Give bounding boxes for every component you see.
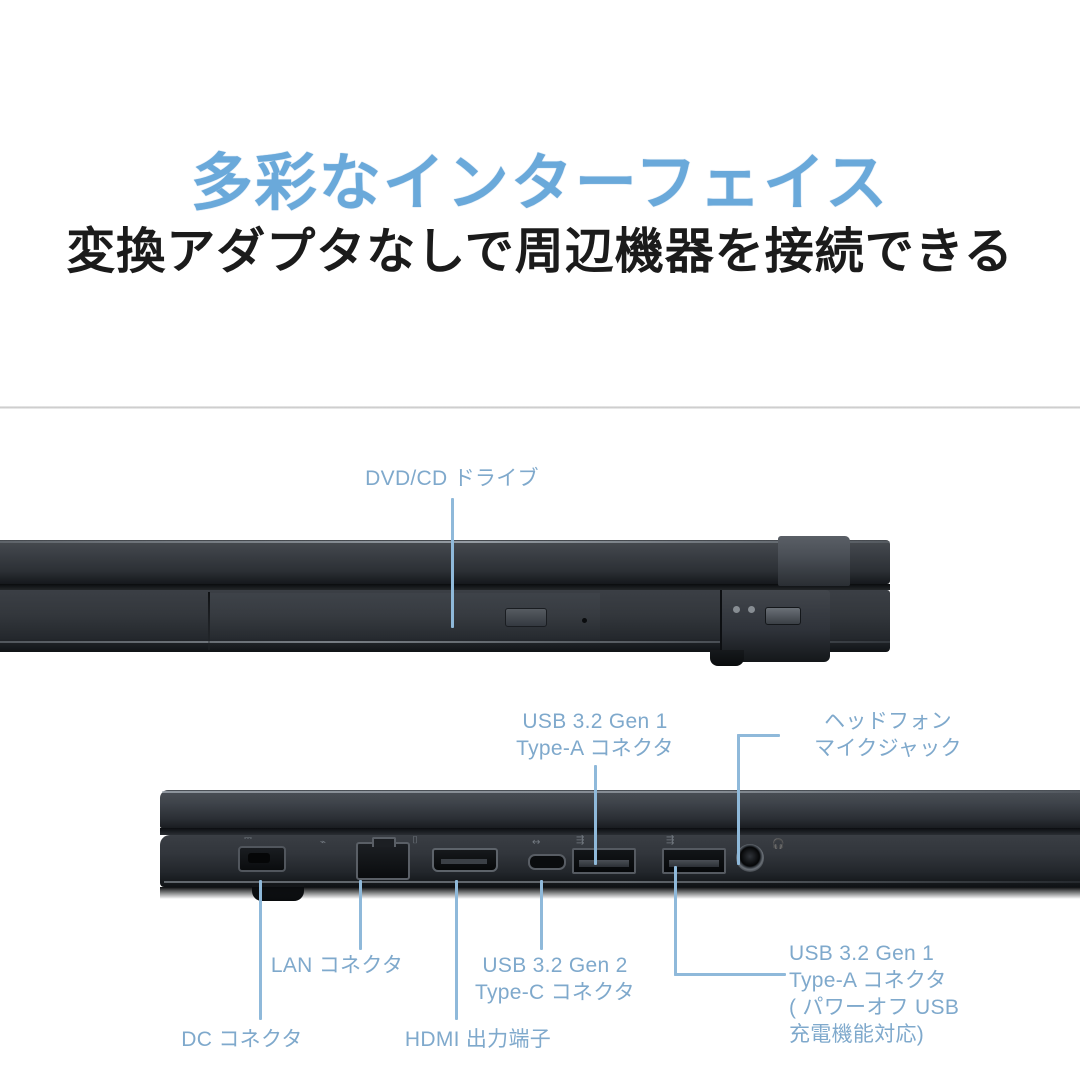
leader-line-dvd-cd-drive bbox=[451, 498, 454, 628]
headphone-icon: 🎧 bbox=[772, 839, 785, 850]
leader-line-usb-a-powered-vertical bbox=[674, 866, 677, 976]
laptop-right-edge-block bbox=[720, 590, 830, 662]
usb-a-icon-1: ⇶ bbox=[576, 835, 585, 846]
callout-usb-a-rear: USB 3.2 Gen 1 Type-A コネクタ bbox=[516, 710, 674, 760]
leader-line-headphone-vertical bbox=[737, 734, 740, 865]
callout-usb-a-powered: USB 3.2 Gen 1 Type-A コネクタ ( パワーオフ USB 充電… bbox=[789, 942, 960, 1046]
callout-hdmi-output: HDMI 出力端子 bbox=[404, 1028, 552, 1051]
callout-dc-connector: DC コネクタ bbox=[181, 1028, 303, 1051]
display-edge-highlight bbox=[162, 791, 1080, 793]
usb-a-port-2-blade bbox=[669, 860, 719, 867]
optical-drive-seam bbox=[208, 592, 210, 650]
lid-base-gap bbox=[0, 584, 890, 590]
section-divider bbox=[0, 406, 1080, 409]
lan-port-clip-notch bbox=[372, 837, 396, 847]
page-headline: 多彩なインターフェイス bbox=[190, 149, 890, 218]
dc-power-port bbox=[238, 846, 286, 872]
header-section: 多彩なインターフェイス 変換アダプタなしで周辺機器を接続できる bbox=[0, 0, 1080, 408]
hdmi-port-inner bbox=[441, 859, 487, 864]
callout-dvd-cd-drive: DVD/CD ドライブ bbox=[365, 467, 539, 490]
leader-line-usb-c bbox=[540, 880, 543, 950]
status-led-drive bbox=[748, 606, 755, 613]
leader-line-usb-a-powered-horizontal bbox=[674, 973, 786, 976]
usb-type-a-port-1 bbox=[572, 848, 636, 874]
rear-panel-highlight bbox=[164, 881, 1080, 883]
hdmi-icon: ⌷ bbox=[412, 835, 418, 846]
usb-type-c-port bbox=[528, 854, 566, 870]
security-lock-slot bbox=[765, 607, 801, 625]
hdmi-port bbox=[432, 848, 498, 872]
optical-drive-emergency-eject-hole bbox=[582, 618, 587, 623]
closed-laptop-illustration bbox=[0, 536, 890, 666]
laptop-rubber-foot bbox=[710, 650, 744, 666]
leader-line-dc bbox=[259, 880, 262, 1020]
usb-a-port-1-blade bbox=[579, 860, 629, 867]
leader-line-headphone-horizontal bbox=[737, 734, 780, 737]
headphone-mic-jack bbox=[736, 844, 764, 872]
page-subheadline: 変換アダプタなしで周辺機器を接続できる bbox=[66, 225, 1014, 279]
leader-line-lan bbox=[359, 880, 362, 950]
laptop-hinge bbox=[160, 828, 1080, 835]
optical-drive-eject-button[interactable] bbox=[505, 608, 547, 627]
leader-line-usb-a-rear bbox=[594, 765, 597, 865]
lan-icon: ⌁ bbox=[320, 837, 327, 848]
callout-headphone-mic-jack: ヘッドフォン マイクジャック bbox=[814, 710, 962, 760]
laptop-display-edge bbox=[160, 790, 1080, 828]
lan-rj45-port bbox=[356, 837, 410, 880]
status-led-power bbox=[733, 606, 740, 613]
leader-line-hdmi bbox=[455, 880, 458, 1020]
open-laptop-illustration: ⎓ ⌁ ⌷ ↔ ⇶ ⇶ 🎧 bbox=[160, 790, 1080, 910]
dc-power-port-inner bbox=[248, 853, 270, 863]
callout-lan-connector: LAN コネクタ bbox=[270, 954, 404, 977]
lid-highlight bbox=[0, 541, 890, 543]
usb-a-icon-2-powered: ⇶ bbox=[666, 835, 675, 846]
dc-power-icon: ⎓ bbox=[244, 833, 252, 844]
laptop-lid bbox=[0, 540, 890, 584]
usb-type-a-port-2-powered bbox=[662, 848, 726, 874]
callout-usb-c-connector: USB 3.2 Gen 2 Type-C コネクタ bbox=[475, 954, 635, 1004]
laptop-drop-shadow bbox=[160, 887, 1080, 899]
usb-c-icon: ↔ bbox=[532, 837, 541, 848]
base-highlight bbox=[0, 641, 890, 643]
laptop-lid-rear-section bbox=[778, 536, 850, 586]
